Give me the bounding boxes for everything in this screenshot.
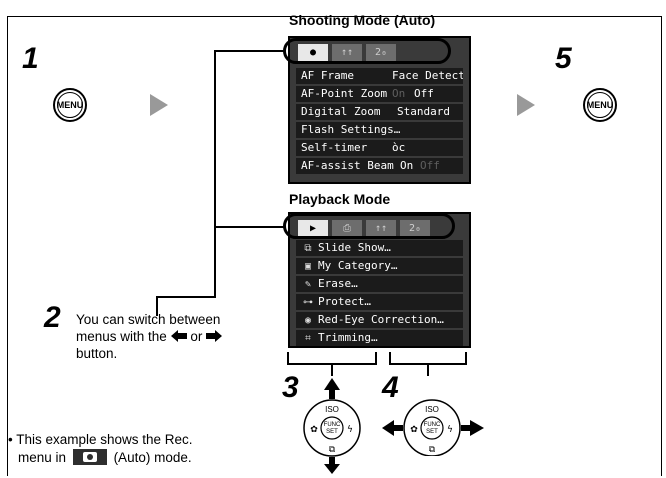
connector-line — [156, 296, 158, 316]
footnote-line-2: menu in (Auto) mode. — [18, 449, 192, 466]
page-frame — [7, 16, 662, 476]
step-5-number: 5 — [555, 42, 572, 75]
row-label: My Category… — [318, 259, 398, 272]
svg-text:FUNC: FUNC — [424, 422, 441, 428]
slideshow-icon: ⧉ — [304, 243, 312, 254]
row-value-dim: Off — [420, 159, 440, 172]
row-value: Face Detect — [392, 69, 463, 82]
step-3-number: 3 — [282, 371, 299, 404]
control-dial-up-down-icon: FUNC SET ISO ✿ ϟ ⧉ — [303, 378, 361, 474]
menu-row-slide-show: ⧉ Slide Show… — [296, 240, 463, 256]
iso-label: ISO — [325, 405, 339, 414]
erase-icon: ✎ — [304, 279, 312, 290]
step-1-number: 1 — [22, 42, 39, 75]
menu-row-red-eye-correction: ◉ Red-Eye Correction… — [296, 312, 463, 328]
svg-text:ϟ: ϟ — [447, 425, 453, 435]
step-2-text-line-2: menus with the or — [76, 328, 223, 345]
row-label: AF Frame — [301, 69, 354, 82]
left-arrow-icon — [170, 330, 187, 342]
my-menu-tab-icon: 2₀ — [400, 220, 430, 238]
svg-text:ISO: ISO — [425, 405, 439, 414]
step-2-text-part: or — [190, 329, 203, 344]
settings-tab-icon: ↑↑ — [332, 44, 362, 62]
key-icon: ⊶ — [303, 297, 313, 308]
row-value: Off — [414, 87, 434, 100]
svg-text:✿: ✿ — [410, 425, 418, 435]
playback-tabs-highlight-oval — [283, 213, 455, 239]
row-label: Self-timer — [301, 141, 368, 154]
menu-row-my-category: ▣ My Category… — [296, 258, 463, 274]
step-2-text-line-1: You can switch between — [76, 312, 221, 327]
playback-tab-bar: ▶ ⎙ ↑↑ 2₀ — [298, 220, 434, 238]
connector-line — [214, 50, 284, 52]
right-arrow-icon — [206, 330, 223, 342]
row-value: On — [400, 159, 414, 172]
playback-tab-icon: ▶ — [298, 220, 328, 238]
menu-button-icon: MENU — [53, 88, 87, 122]
playback-mode-heading: Playback Mode — [289, 191, 391, 207]
print-tab-icon: ⎙ — [332, 220, 362, 238]
category-icon: ▣ — [304, 261, 312, 272]
step-2-number: 2 — [44, 301, 61, 334]
shooting-tab-bar: ● ↑↑ 2₀ — [298, 44, 400, 62]
row-value: Standard — [397, 105, 450, 118]
menu-row-self-timer: Self-timer ὸc — [296, 140, 463, 156]
arrow-right-icon — [517, 94, 535, 116]
menu-row-af-point-zoom: AF-Point Zoom On Off — [296, 86, 463, 102]
arrow-right-icon — [150, 94, 168, 116]
shooting-mode-heading: Shooting Mode (Auto) — [289, 12, 436, 28]
menu-row-trimming: ⌗ Trimming… — [296, 330, 463, 346]
footnote-line-1: • This example shows the Rec. — [8, 432, 193, 447]
row-label: AF-assist Beam — [301, 159, 394, 172]
footnote-part: menu in — [18, 450, 67, 465]
svg-text:FUNC: FUNC — [324, 422, 341, 428]
shooting-menu-screen: ● ↑↑ 2₀ AF Frame Face Detect AF-Point Zo… — [288, 36, 471, 184]
step-2-text-line-3: button. — [76, 346, 118, 361]
row-label: Red-Eye Correction… — [318, 313, 444, 326]
menu-button-icon: MENU — [583, 88, 617, 122]
playback-menu-screen: ▶ ⎙ ↑↑ 2₀ ⧉ Slide Show… ▣ My Category… ✎ Er… — [288, 212, 471, 348]
menu-row-af-assist-beam: AF-assist Beam On Off — [296, 158, 463, 174]
menu-row-digital-zoom: Digital Zoom Standard — [296, 104, 463, 120]
row-value-dim: On — [392, 87, 406, 100]
connector-line — [156, 296, 216, 298]
shooting-tabs-highlight-oval — [283, 38, 451, 64]
my-menu-tab-icon: 2₀ — [366, 44, 396, 62]
step-2-text-part: menus with the — [76, 329, 167, 344]
svg-text:✿: ✿ — [310, 425, 318, 435]
menu-button-label: MENU — [586, 100, 614, 110]
row-label: Erase… — [318, 277, 358, 290]
bracket-lines — [287, 352, 467, 376]
row-label: Slide Show… — [318, 241, 391, 254]
svg-text:SET: SET — [326, 429, 338, 435]
connector-line — [214, 226, 284, 228]
row-label: Protect… — [318, 295, 371, 308]
svg-text:⧉: ⧉ — [329, 445, 336, 455]
settings-tab-icon: ↑↑ — [366, 220, 396, 238]
svg-text:ϟ: ϟ — [347, 425, 353, 435]
self-timer-icon: ὸc — [392, 141, 406, 154]
footnote-part: (Auto) mode. — [113, 450, 192, 465]
menu-row-flash-settings: Flash Settings… — [296, 122, 463, 138]
menu-row-erase: ✎ Erase… — [296, 276, 463, 292]
red-eye-icon: ◉ — [304, 315, 312, 326]
camera-tab-icon: ● — [298, 44, 328, 62]
svg-text:SET: SET — [426, 429, 438, 435]
camera-auto-mode-icon — [72, 449, 107, 465]
menu-row-protect: ⊶ Protect… — [296, 294, 463, 310]
control-dial-left-right-icon: FUNC SET ISO ✿ ϟ ⧉ — [382, 399, 484, 456]
connector-line — [214, 50, 216, 296]
step-4-number: 4 — [382, 371, 399, 404]
row-label: Flash Settings… — [301, 123, 401, 136]
row-label: Trimming… — [318, 331, 378, 344]
menu-row-af-frame: AF Frame Face Detect — [296, 68, 463, 84]
menu-button-label: MENU — [56, 100, 84, 110]
row-label: Digital Zoom — [301, 105, 381, 118]
trim-icon: ⌗ — [305, 333, 311, 344]
svg-text:⧉: ⧉ — [429, 445, 436, 455]
row-label: AF-Point Zoom — [301, 87, 388, 100]
